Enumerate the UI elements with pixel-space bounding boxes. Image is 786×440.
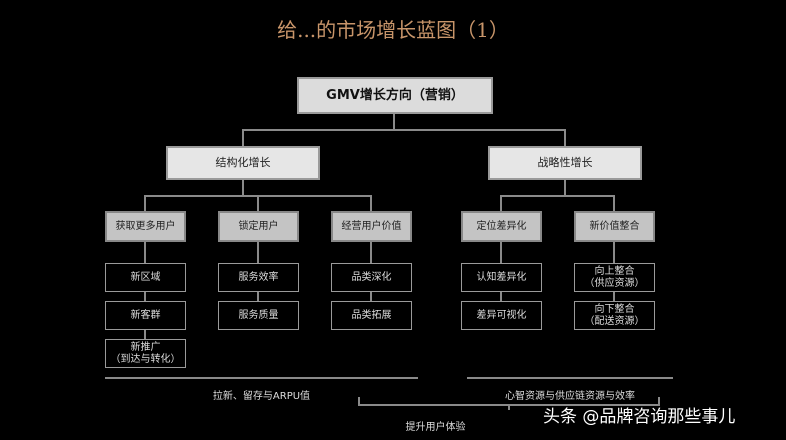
category-node: 经营用户价值 — [331, 211, 412, 242]
connector — [144, 195, 146, 211]
leaf-node: 新客群 — [105, 301, 186, 330]
connector — [564, 129, 566, 146]
category-node: 锁定用户 — [218, 211, 299, 242]
bracket — [658, 397, 660, 405]
leaf-node: 品类拓展 — [331, 301, 412, 330]
label-center: 提升用户体验 — [405, 422, 466, 433]
leaf-node: 差异可视化 — [461, 301, 542, 330]
divider-left — [105, 377, 418, 379]
connector — [242, 129, 566, 131]
connector — [613, 195, 615, 211]
connector — [500, 195, 502, 211]
watermark: 头条 @品牌咨询那些事儿 — [543, 407, 736, 427]
label-left: 拉新、留存与ARPU值 — [212, 391, 311, 402]
connector — [564, 179, 566, 196]
slide-title: 给...的市场增长蓝图（1） — [277, 18, 509, 42]
leaf-node: 服务效率 — [218, 263, 299, 292]
leaf-node: 新推广 （到达与转化） — [105, 339, 186, 368]
label-right: 心智资源与供应链资源与效率 — [505, 391, 635, 402]
connector — [370, 195, 372, 211]
category-node: 新价值整合 — [574, 211, 655, 242]
category-node: 获取更多用户 — [105, 211, 186, 242]
category-node: 定位差异化 — [461, 211, 542, 242]
connector — [242, 179, 244, 196]
root-node: GMV增长方向（营销） — [297, 77, 493, 114]
connector — [242, 129, 244, 146]
node-structural-growth: 结构化增长 — [166, 146, 320, 180]
leaf-node: 品类深化 — [331, 263, 412, 292]
bracket — [358, 397, 360, 405]
connector — [257, 195, 259, 211]
node-strategic-growth: 战略性增长 — [488, 146, 642, 180]
leaf-node: 新区域 — [105, 263, 186, 292]
leaf-node: 认知差异化 — [461, 263, 542, 292]
leaf-node: 向下整合 （配送资源） — [574, 301, 655, 330]
leaf-node: 服务质量 — [218, 301, 299, 330]
bracket — [508, 404, 510, 410]
leaf-node: 向上整合 （供应资源） — [574, 263, 655, 292]
divider-right — [467, 377, 673, 379]
connector — [501, 195, 615, 197]
connector — [393, 113, 395, 130]
